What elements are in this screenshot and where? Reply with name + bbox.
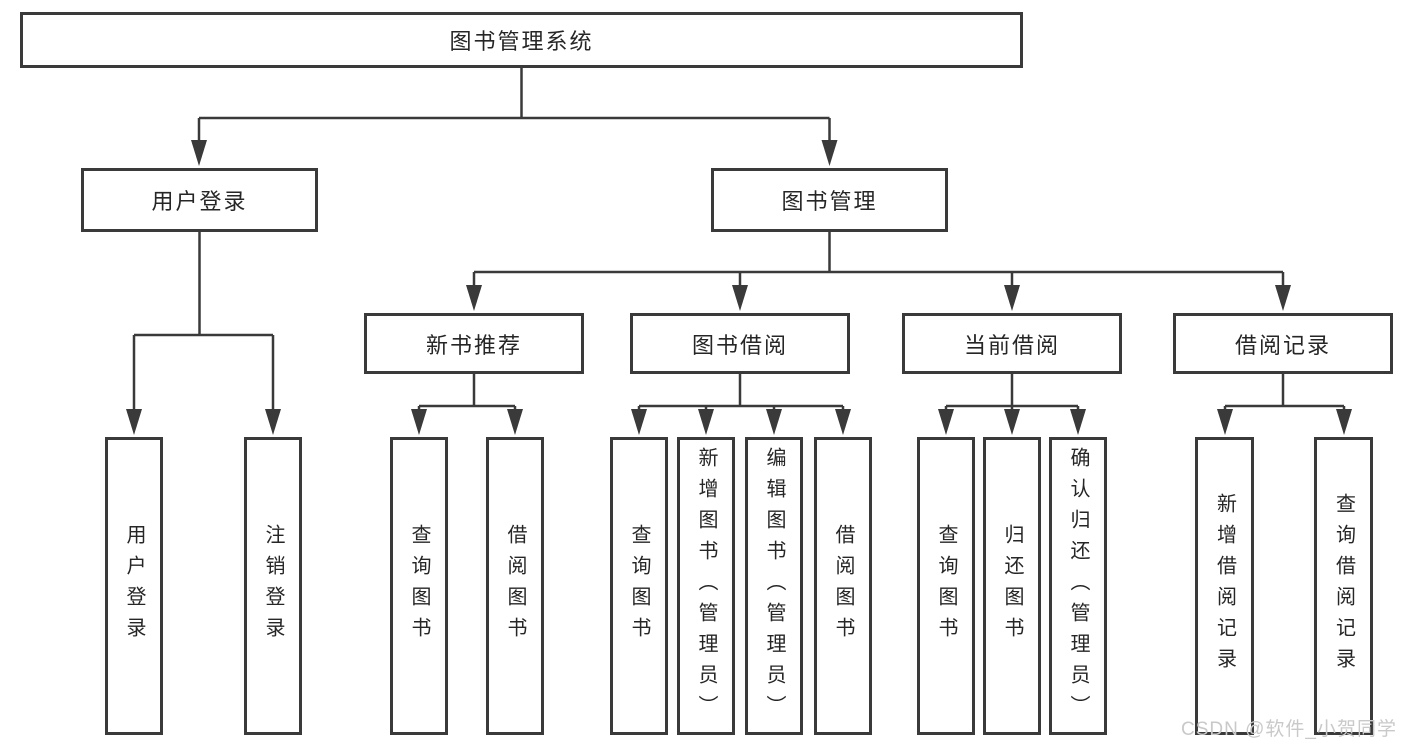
leaf-user-login: 用户登录 — [105, 437, 163, 735]
leaf-query-borrow-record: 查询借阅记录 — [1314, 437, 1373, 735]
leaf-recommend-query-books: 查询图书 — [390, 437, 448, 735]
leaf-logout: 注销登录 — [244, 437, 302, 735]
connector-book-borrow-children — [631, 374, 851, 435]
connector-current-borrow-children — [938, 374, 1086, 435]
leaf-borrowing-query-books: 查询图书 — [610, 437, 668, 735]
leaf-borrowing-borrow-books: 借阅图书 — [814, 437, 872, 735]
connector-root-to-level1 — [191, 68, 838, 166]
node-borrow-records: 借阅记录 — [1173, 313, 1393, 374]
connector-book-mgmt-children — [466, 232, 1291, 311]
node-current-borrowing: 当前借阅 — [902, 313, 1122, 374]
leaf-confirm-return-admin: 确认归还（管理员） — [1049, 437, 1107, 735]
leaf-recommend-borrow-books: 借阅图书 — [486, 437, 544, 735]
leaf-edit-books-admin: 编辑图书（管理员） — [745, 437, 803, 735]
node-system-root: 图书管理系统 — [20, 12, 1023, 68]
node-new-book-recommend: 新书推荐 — [364, 313, 584, 374]
node-user-login: 用户登录 — [81, 168, 318, 232]
connector-user-login-children — [126, 232, 281, 435]
csdn-watermark: CSDN @软件_小贺同学 — [1181, 719, 1397, 740]
connector-borrow-records-children — [1217, 374, 1352, 435]
leaf-return-books: 归还图书 — [983, 437, 1041, 735]
connector-new-book-rec-children — [411, 374, 523, 435]
node-book-borrowing: 图书借阅 — [630, 313, 850, 374]
leaf-add-borrow-record: 新增借阅记录 — [1195, 437, 1254, 735]
node-book-management: 图书管理 — [711, 168, 948, 232]
leaf-current-query-books: 查询图书 — [917, 437, 975, 735]
leaf-add-books-admin: 新增图书（管理员） — [677, 437, 735, 735]
